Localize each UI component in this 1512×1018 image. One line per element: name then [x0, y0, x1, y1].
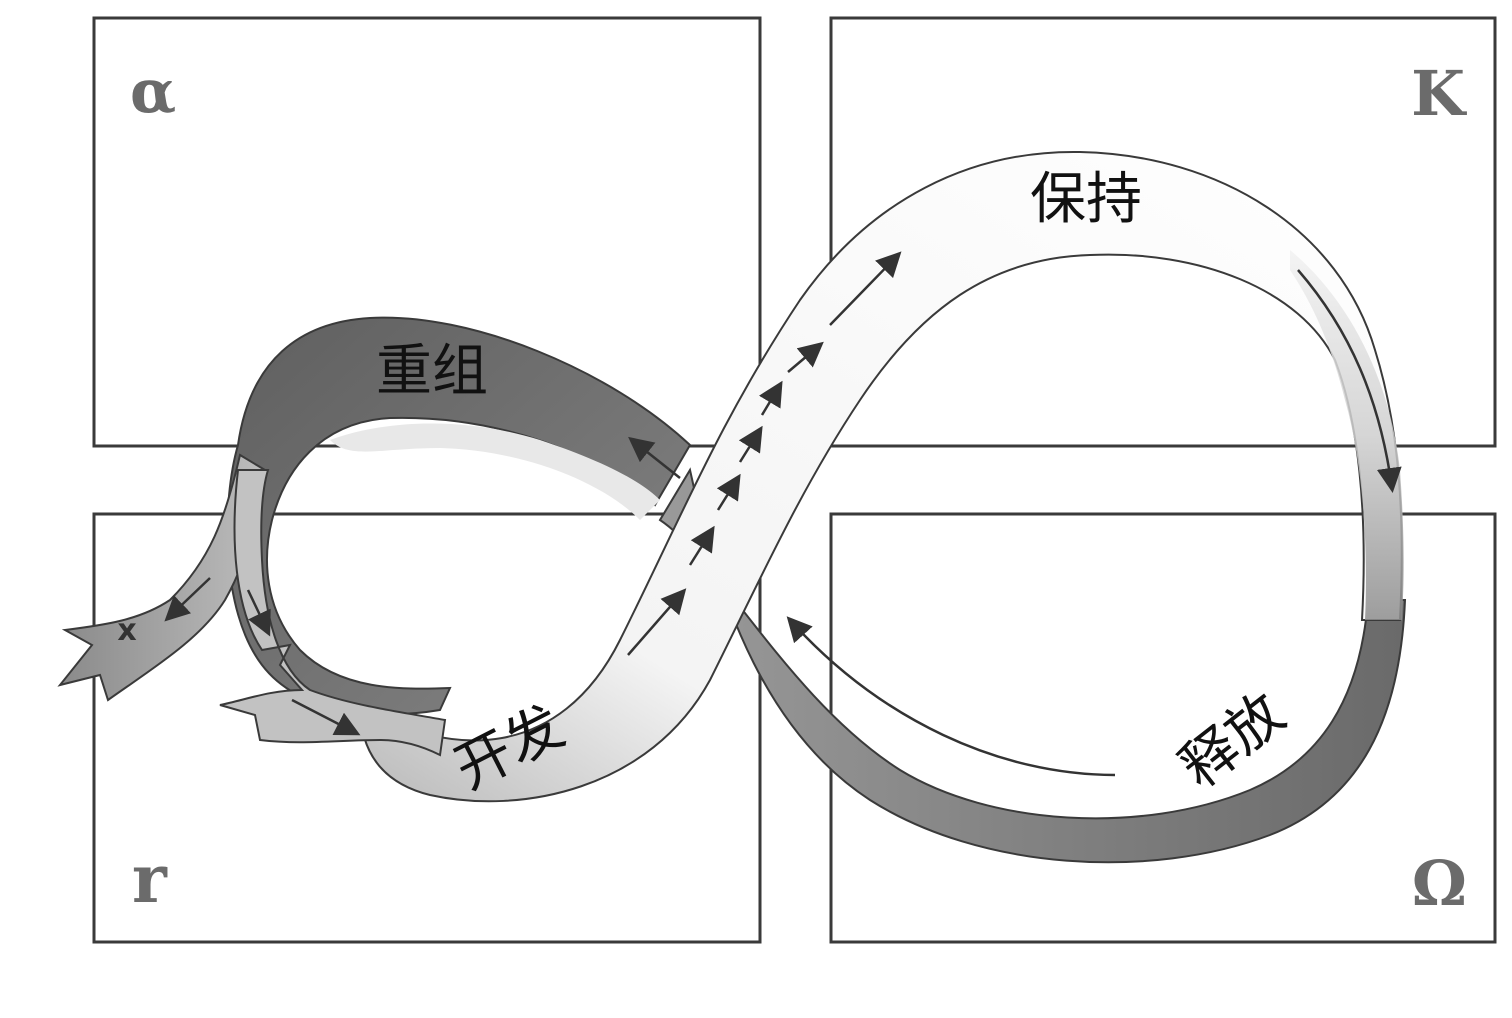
arrow-exploit-3: [716, 473, 741, 511]
quadrant-letter-r: r: [132, 840, 168, 918]
exit-marker: x: [117, 613, 136, 648]
arrow-reorg: [628, 436, 681, 479]
quadrant-letter-omega: Ω: [1412, 847, 1467, 920]
exploitation-conservation-band: [358, 150, 1403, 803]
arrow-exploit-7: [829, 251, 902, 326]
flow-arrows: [164, 251, 1402, 777]
conservation-band-shade: [1290, 250, 1404, 620]
arrow-exploit-2: [688, 525, 715, 566]
arrow-exploit-5: [758, 380, 783, 416]
arrow-exploit-6: [787, 341, 824, 373]
frame-bottom-left: [92, 512, 762, 944]
reorganization-band-inner: [330, 423, 660, 520]
quadrant-letter-k: K: [1411, 57, 1467, 130]
arrow-tail-down: [246, 589, 271, 637]
release-band: [658, 467, 1407, 864]
arrow-tail-exit: [164, 577, 211, 622]
arrow-conserve: [1297, 269, 1402, 493]
arrow-exploit-1: [627, 588, 687, 656]
arrow-release: [786, 616, 1116, 777]
phase-label-conservation: 保持: [1030, 167, 1142, 232]
arrow-tail-in: [291, 698, 361, 736]
phase-label-reorganization: 重组: [376, 339, 488, 404]
quadrant-letter-alpha: α: [130, 57, 176, 127]
arrow-exploit-4: [738, 425, 763, 463]
frame-top-right: [829, 16, 1497, 448]
exit-tail: [57, 453, 267, 702]
